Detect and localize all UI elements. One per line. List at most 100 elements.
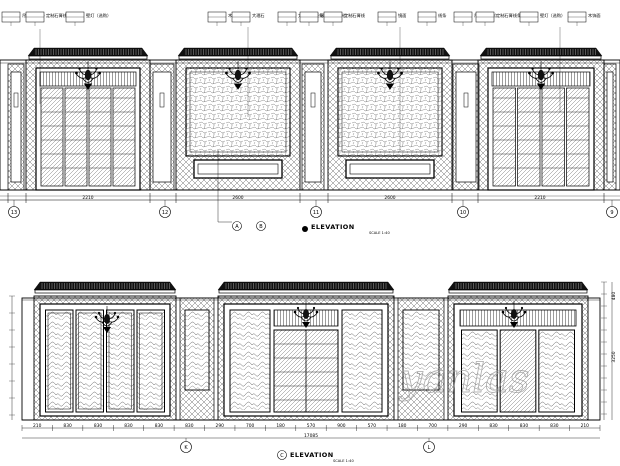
- dimension-label: 290: [459, 423, 468, 429]
- watermark: yanlas: [398, 356, 529, 402]
- material-tag-label: 大理石: [252, 12, 265, 19]
- dimension-label: 2210: [82, 195, 93, 201]
- pilaster-wave-panel: [402, 309, 440, 391]
- wave-panel-inner: [139, 312, 163, 410]
- door-leaf: [517, 87, 541, 187]
- cornice-band: [218, 289, 394, 294]
- cornice-band: [178, 55, 298, 60]
- dimension-label: 900: [337, 423, 346, 429]
- wave-panel-inner: [47, 312, 71, 410]
- upper-elevation: 吊灯（选购）定制石膏线条壁灯（选购）木饰面大理石大花石材线条银狐石（抛光）定制石…: [0, 11, 620, 232]
- wave-panel-inner: [108, 312, 132, 410]
- pilaster-panel: [455, 71, 477, 183]
- material-tag-label: 镜面: [398, 12, 406, 19]
- grid-bubble-label: K: [184, 445, 188, 451]
- console-inlay: [197, 163, 279, 175]
- dimension-label: 2600: [384, 195, 395, 201]
- dimension-label: 210: [33, 423, 42, 429]
- door-leaf: [64, 87, 88, 187]
- lower-scale: SCALE 1:40: [333, 459, 354, 463]
- grid-bubble-label: 13: [11, 210, 17, 216]
- cornice: [447, 281, 589, 291]
- door-leaf: [40, 87, 64, 187]
- wave-panel: [229, 309, 271, 413]
- dimension-label: 210: [581, 423, 590, 429]
- door-leaf: [499, 329, 537, 413]
- section-marker: [232, 221, 242, 231]
- cornice-band: [480, 55, 602, 60]
- pilaster-wave-panel: [184, 309, 210, 391]
- grid-bubble: [159, 206, 171, 218]
- cornice: [33, 281, 177, 291]
- grid-bubble-label: L: [428, 445, 431, 451]
- wave-panel: [75, 309, 104, 413]
- wall-lamp-icon: [310, 92, 316, 108]
- grid-bubble: [606, 206, 618, 218]
- cornice-band: [448, 289, 588, 294]
- dimension-label: 2600: [232, 195, 243, 201]
- door-leaf: [538, 329, 575, 413]
- lower-title: ELEVATION: [290, 451, 334, 459]
- material-tag-label: 定制石膏线条: [46, 12, 72, 19]
- console-inlay: [349, 163, 431, 175]
- dimension-label: 180: [276, 423, 285, 429]
- door-leaf: [566, 87, 590, 187]
- dimension-label: 2210: [534, 195, 545, 201]
- height-label: 3250: [611, 351, 617, 362]
- pilaster-panel: [152, 71, 172, 183]
- upper-scale: SCALE 1:40: [369, 231, 390, 235]
- cornice: [479, 47, 603, 57]
- wave-panel: [341, 309, 383, 413]
- material-tag-label: 线条: [438, 12, 447, 18]
- section-marker-label: B: [259, 224, 263, 230]
- material-tag-label: 壁灯（选购）: [86, 12, 111, 19]
- title-bullet-icon: [302, 226, 308, 232]
- dimension-label: 700: [428, 423, 437, 429]
- grid-bubble-label: 12: [162, 210, 168, 216]
- door-leaf: [461, 329, 498, 413]
- grid-bubble: [457, 206, 469, 218]
- grid-bubble-label: 9: [610, 210, 613, 216]
- dimension-label: 290: [216, 423, 225, 429]
- stone-panel: [185, 67, 291, 157]
- wall-lamp-icon: [463, 92, 469, 108]
- upper-title-block: ELEVATION SCALE 1:40: [311, 223, 390, 235]
- door-leaf: [88, 87, 112, 187]
- cornice-band: [34, 289, 176, 294]
- section-marker-label: C: [280, 453, 284, 459]
- console-panel: [193, 159, 283, 179]
- grid-bubble-label: 11: [313, 210, 319, 216]
- section-marker-label: A: [235, 224, 239, 230]
- dimension-label: 570: [368, 423, 377, 429]
- wall-lamp-icon: [159, 92, 165, 108]
- dimension-label: 830: [63, 423, 72, 429]
- dimension-label: 830: [94, 423, 103, 429]
- lower-title-block: ELEVATION SCALE 1:40: [290, 451, 354, 463]
- material-tag-label: 定制石膏线条: [496, 12, 522, 19]
- grid-bubble: [310, 206, 322, 218]
- dimension-label: 570: [307, 423, 316, 429]
- cornice-band: [330, 55, 450, 60]
- pilaster-panel: [304, 71, 322, 183]
- wave-panel-inner: [78, 312, 102, 410]
- total-dimension-label: 17085: [304, 433, 318, 439]
- section-marker: [256, 221, 266, 231]
- dimension-label: 700: [246, 423, 255, 429]
- stone-panel: [337, 67, 443, 157]
- dimension-label: 830: [489, 423, 498, 429]
- grid-bubble: [8, 206, 20, 218]
- door-leaf: [492, 87, 516, 187]
- wall-lamp-icon: [13, 92, 19, 108]
- grid-bubble-label: 10: [460, 210, 466, 216]
- wave-panel: [136, 309, 165, 413]
- height-label: 480: [611, 292, 617, 301]
- dimension-label: 830: [155, 423, 164, 429]
- dimension-label: 830: [550, 423, 559, 429]
- door-leaf: [541, 87, 565, 187]
- pilaster-panel: [606, 71, 614, 183]
- material-tag-label: 定制石膏线: [344, 12, 366, 19]
- dimension-label: 180: [398, 423, 407, 429]
- upper-title: ELEVATION: [311, 223, 355, 231]
- dimension-label: 830: [520, 423, 529, 429]
